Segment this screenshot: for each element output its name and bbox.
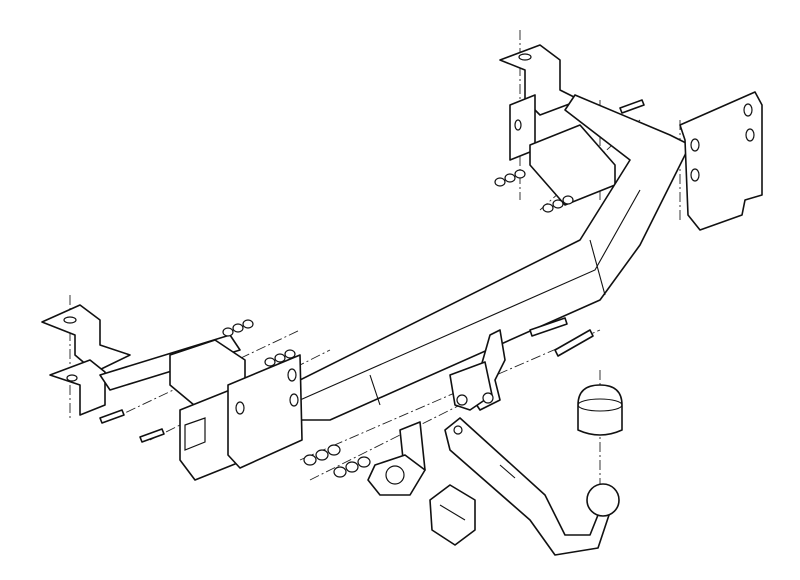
tow-ball <box>586 483 620 517</box>
ball-cover <box>577 384 623 436</box>
right-mounting-plate <box>679 91 763 231</box>
socket-cover <box>429 484 476 546</box>
ball-mount-hanger <box>449 329 506 411</box>
electrical-socket <box>367 421 426 496</box>
nuts-washers <box>222 169 574 478</box>
left-upper-bracket <box>41 304 131 373</box>
bolts <box>99 99 645 443</box>
right-upper-bracket <box>499 44 581 161</box>
left-mounting-plate <box>179 354 303 481</box>
